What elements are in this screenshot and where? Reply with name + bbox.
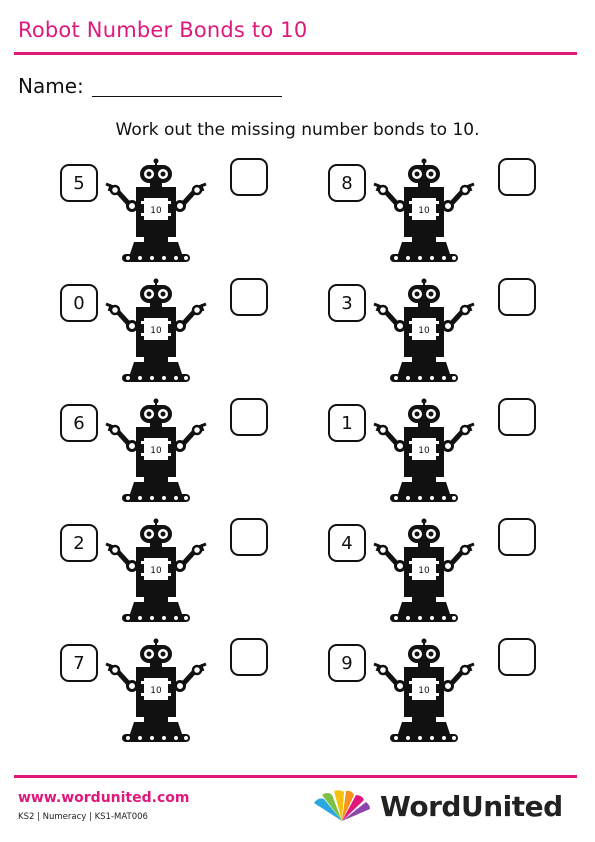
robot-label: 10 (150, 326, 162, 336)
robot-label: 10 (150, 446, 162, 456)
given-number-box: 6 (60, 404, 98, 442)
answer-box[interactable] (498, 638, 536, 676)
robot-icon: 10 (373, 518, 475, 622)
robot-icon: 10 (373, 398, 475, 502)
robot-item: 0 10 (60, 278, 300, 388)
robot-icon: 10 (105, 398, 207, 502)
given-number-box: 7 (60, 644, 98, 682)
robot-item: 6 10 (60, 398, 300, 508)
footer-url[interactable]: www.wordunited.com (18, 790, 190, 806)
given-number-box: 2 (60, 524, 98, 562)
answer-box[interactable] (230, 158, 268, 196)
robot-item: 7 10 (60, 638, 300, 748)
footer-code: KS2 | Numeracy | KS1-MAT006 (18, 812, 148, 822)
robot-label: 10 (418, 206, 430, 216)
robot-icon: 10 (373, 158, 475, 262)
brand-name: WordUnited (380, 789, 563, 823)
page-title: Robot Number Bonds to 10 (18, 18, 308, 42)
answer-box[interactable] (230, 638, 268, 676)
robot-item: 1 10 (328, 398, 568, 508)
given-number-box: 9 (328, 644, 366, 682)
robot-icon: 10 (373, 638, 475, 742)
robot-item: 3 10 (328, 278, 568, 388)
robot-item: 9 10 (328, 638, 568, 748)
brand-fan-icon (314, 790, 370, 821)
robot-item: 8 10 (328, 158, 568, 268)
robot-item: 2 10 (60, 518, 300, 628)
answer-box[interactable] (498, 518, 536, 556)
robot-label: 10 (418, 326, 430, 336)
robot-label: 10 (150, 206, 162, 216)
robot-icon: 10 (105, 638, 207, 742)
robot-icon: 10 (105, 278, 207, 382)
robot-item: 5 10 (60, 158, 300, 268)
answer-box[interactable] (230, 398, 268, 436)
robot-label: 10 (418, 446, 430, 456)
brand-logo: WordUnited (312, 786, 563, 826)
robot-label: 10 (150, 566, 162, 576)
name-write-line[interactable] (92, 96, 282, 97)
given-number-box: 5 (60, 164, 98, 202)
given-number-box: 3 (328, 284, 366, 322)
given-number-box: 0 (60, 284, 98, 322)
answer-box[interactable] (498, 158, 536, 196)
instructions: Work out the missing number bonds to 10. (115, 120, 480, 140)
name-label: Name: (18, 74, 84, 98)
answer-box[interactable] (230, 518, 268, 556)
given-number-box: 1 (328, 404, 366, 442)
robot-label: 10 (150, 686, 162, 696)
given-number-box: 4 (328, 524, 366, 562)
header-divider (14, 52, 577, 55)
robot-label: 10 (418, 686, 430, 696)
footer-divider (14, 775, 577, 778)
robot-label: 10 (418, 566, 430, 576)
robot-item: 4 10 (328, 518, 568, 628)
given-number-box: 8 (328, 164, 366, 202)
robot-icon: 10 (105, 158, 207, 262)
answer-box[interactable] (498, 398, 536, 436)
answer-box[interactable] (230, 278, 268, 316)
answer-box[interactable] (498, 278, 536, 316)
robot-icon: 10 (105, 518, 207, 622)
robot-icon: 10 (373, 278, 475, 382)
